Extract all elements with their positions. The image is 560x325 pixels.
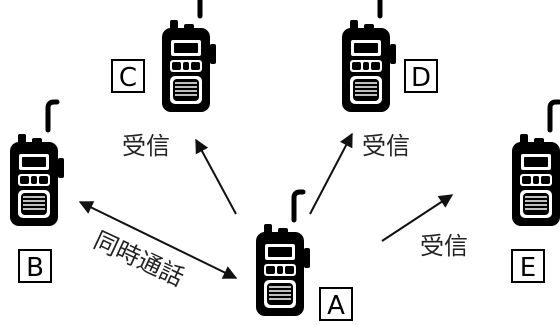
walkie-talkie-icon — [256, 192, 310, 316]
radio-b — [10, 102, 64, 226]
arrow-a-b-bidirectional — [78, 201, 238, 279]
receive-label-e: 受信 — [420, 232, 468, 260]
label-box-e: E — [511, 249, 545, 283]
walkie-talkie-icon — [162, 0, 216, 112]
radio-c — [162, 0, 216, 112]
receive-label-c: 受信 — [122, 132, 170, 160]
arrow-a-to-d — [309, 132, 353, 215]
label-d: D — [411, 63, 431, 93]
radio-e — [512, 102, 560, 226]
label-e: E — [520, 253, 536, 283]
simultaneous-call-label: 同時通話 — [89, 226, 188, 292]
walkie-talkie-icon — [10, 102, 64, 226]
walkie-talkie-icon — [342, 0, 396, 112]
arrow-a-to-c — [195, 138, 237, 215]
label-box-c: C — [111, 59, 145, 93]
label-b: B — [26, 253, 44, 283]
receive-label-d: 受信 — [362, 132, 410, 160]
label-c: C — [119, 63, 137, 93]
label-a: A — [327, 291, 345, 321]
label-box-d: D — [404, 59, 438, 93]
walkie-talkie-icon — [512, 102, 560, 226]
label-box-a: A — [319, 287, 353, 321]
label-box-b: B — [18, 249, 52, 283]
arrow-a-to-e — [381, 194, 454, 242]
radio-a — [256, 192, 310, 316]
radio-d — [342, 0, 396, 112]
